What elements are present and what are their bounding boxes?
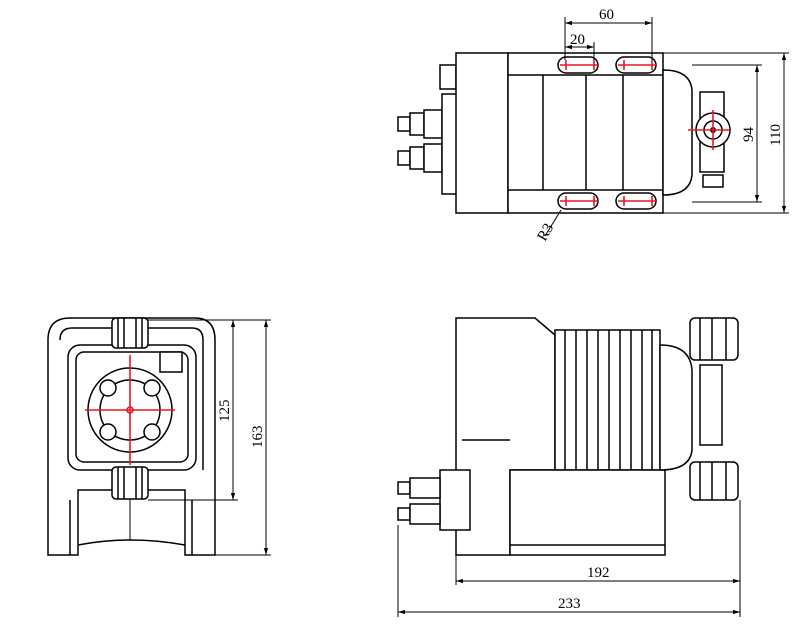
cable-gland <box>439 64 457 90</box>
dim-20-label: 20 <box>570 32 585 48</box>
dimension-125: 125 <box>148 319 238 501</box>
side-tube-fittings <box>397 469 471 531</box>
vent-knob <box>702 174 724 188</box>
dim-r3-label: R3 <box>535 221 558 244</box>
side-base <box>509 469 666 556</box>
dim-60-label: 60 <box>599 7 614 23</box>
side-top-valve <box>689 317 739 361</box>
top-valve <box>111 317 149 349</box>
dim-125-label: 125 <box>217 400 233 423</box>
dimension-60: 60 <box>564 7 653 60</box>
side-bottom-valve <box>689 461 739 501</box>
rear-housing <box>455 52 509 214</box>
front-view: 125 163 <box>47 317 271 556</box>
dimension-233: 233 <box>397 525 740 617</box>
side-view: 192 233 <box>397 317 741 617</box>
side-valve-body <box>699 364 723 446</box>
dimension-20: 20 <box>565 32 595 60</box>
tube-fitting-lower <box>397 143 443 173</box>
cooling-fins <box>554 329 661 471</box>
top-view: 60 20 94 110 R3 <box>397 7 789 244</box>
mount-slots <box>557 56 657 210</box>
dim-110-label: 110 <box>768 124 784 146</box>
vent-valve <box>159 351 183 373</box>
dim-192-label: 192 <box>587 565 610 581</box>
dimension-192: 192 <box>455 500 741 617</box>
dimension-r3: R3 <box>535 209 562 244</box>
dimension-163: 163 <box>215 319 271 556</box>
tube-fitting-upper <box>397 109 443 139</box>
dimension-110: 110 <box>663 52 789 214</box>
side-head <box>659 344 693 471</box>
dim-94-label: 94 <box>741 127 757 143</box>
dim-233-label: 233 <box>558 596 581 612</box>
dim-163-label: 163 <box>250 426 266 449</box>
pump-head-cap <box>662 69 693 196</box>
dimension-94: 94 <box>692 64 762 203</box>
